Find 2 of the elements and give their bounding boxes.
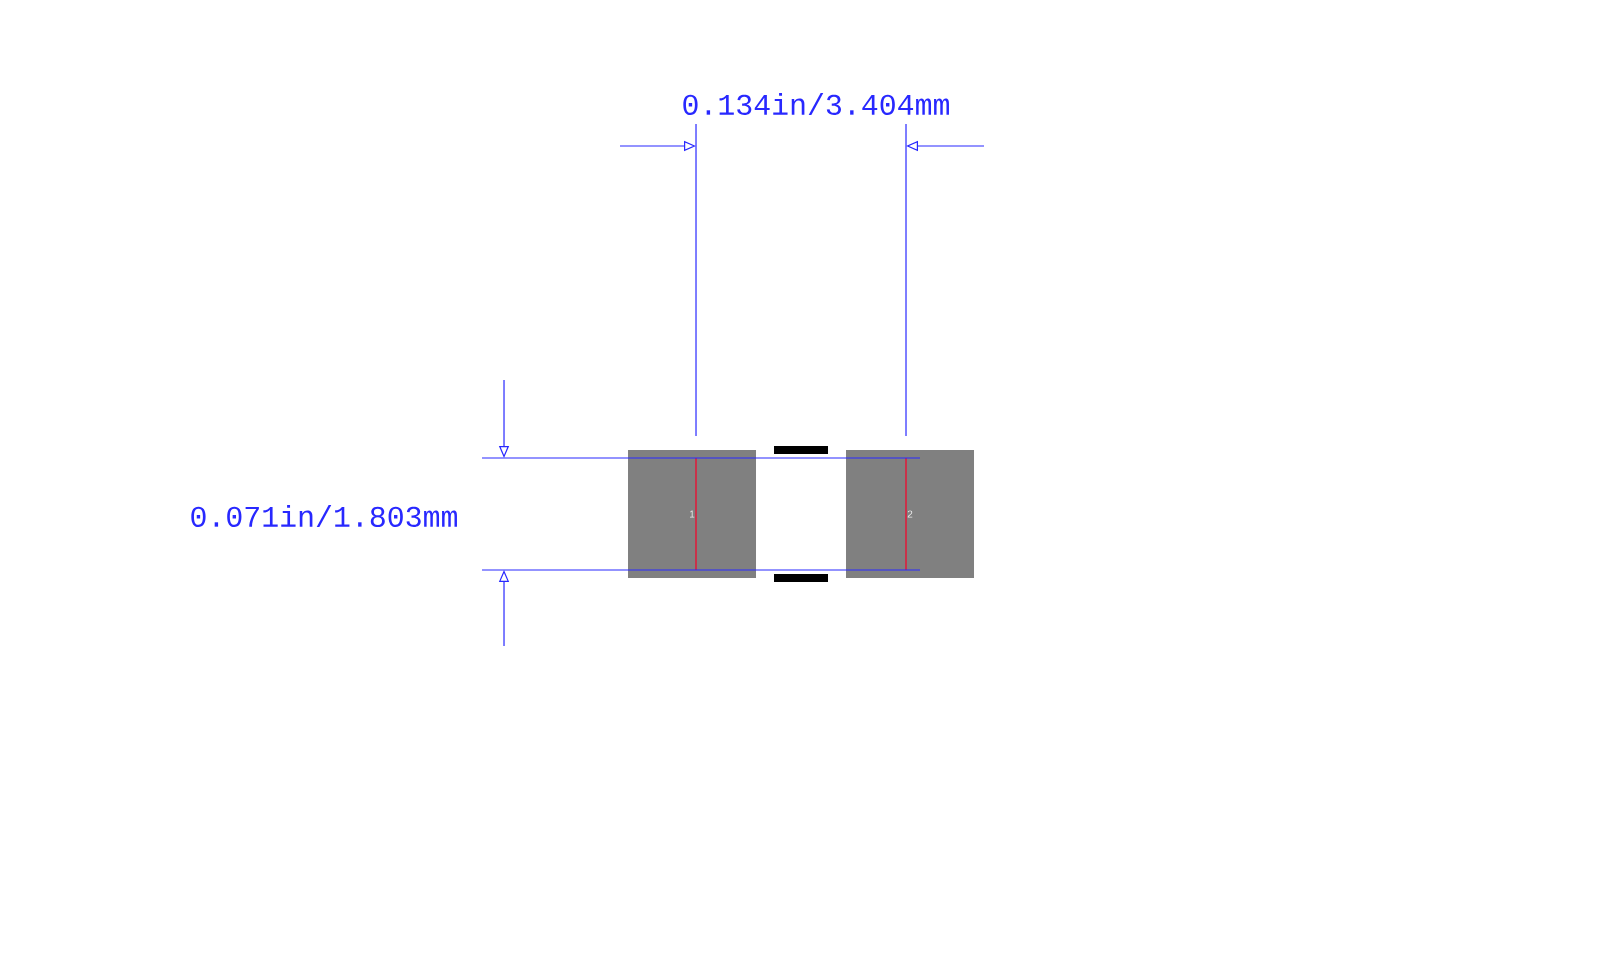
dimension-label: 0.134in/3.404mm	[683, 93, 949, 115]
dimension-label: 0.071in/1.803mm	[191, 505, 457, 527]
